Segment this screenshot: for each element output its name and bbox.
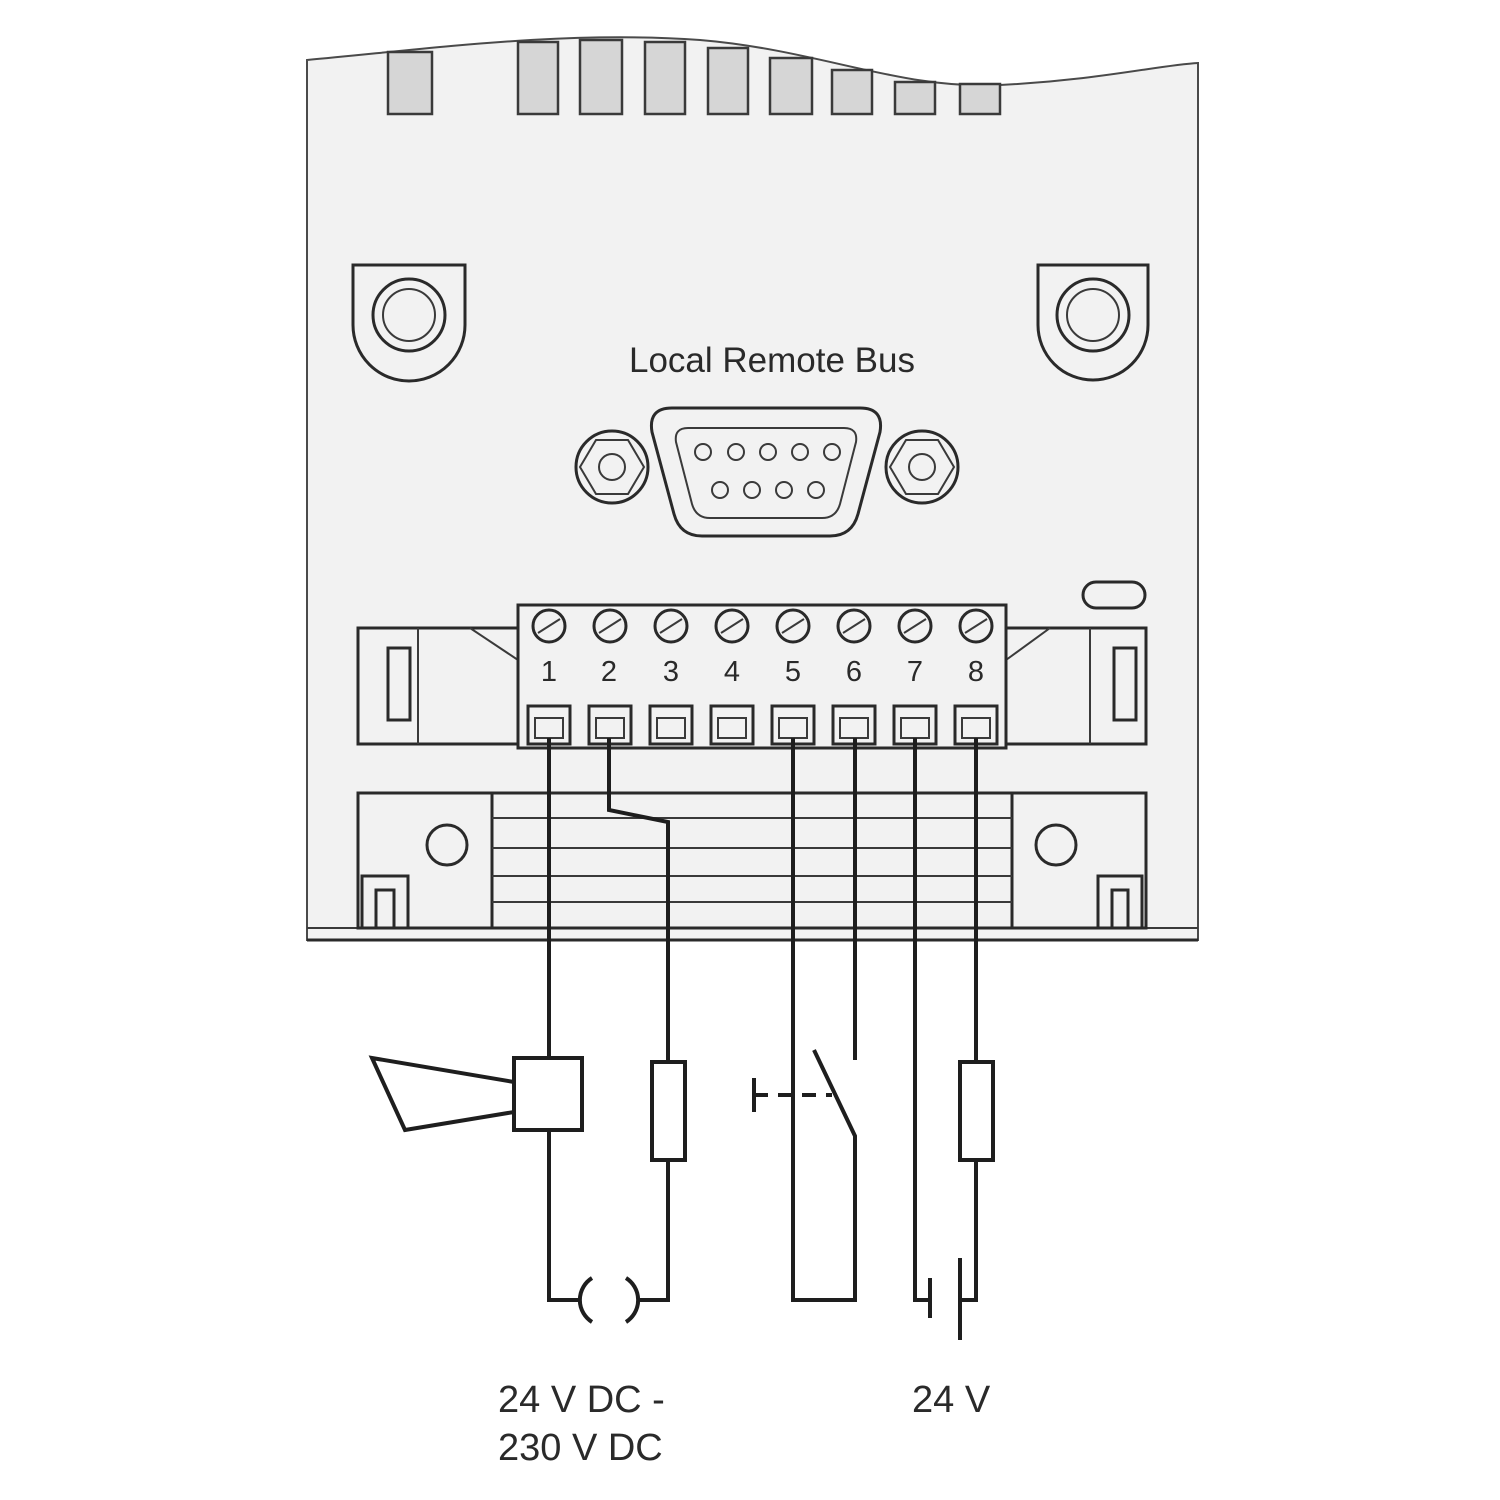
wire-terminal-5 [791, 738, 857, 1302]
status-led [1081, 580, 1147, 610]
terminal-number-7: 7 [907, 656, 923, 688]
dsub-shell [649, 406, 883, 538]
mounting-hole-right [1036, 263, 1150, 382]
terminal-number-1: 1 [541, 656, 557, 688]
terminal-screw-3[interactable] [653, 608, 689, 644]
terminal-number-5: 5 [785, 656, 801, 688]
dsub-pins [694, 443, 841, 499]
dsub-insert [674, 427, 858, 519]
terminal-number-4: 4 [724, 656, 740, 688]
terminal-screw-7[interactable] [897, 608, 933, 644]
horn-icon [368, 1055, 584, 1133]
terminal-number-2: 2 [601, 656, 617, 688]
terminal-number-8: 8 [968, 656, 984, 688]
terminal-screws [531, 608, 994, 644]
terminal-screw-4[interactable] [714, 608, 750, 644]
wire-terminal-8-lower [960, 1160, 978, 1302]
connector-label: Local Remote Bus [629, 341, 915, 380]
device-housing [306, 36, 1199, 941]
battery-icon [928, 1258, 962, 1340]
ac-supply-icon [577, 1276, 641, 1324]
terminal-socket-4 [709, 704, 755, 746]
terminal-number-3: 3 [663, 656, 679, 688]
dsub-screw-left [574, 429, 650, 505]
rail-hole-left [425, 823, 469, 867]
dsub-connector[interactable] [574, 406, 960, 538]
fuse-left-icon [650, 1060, 687, 1162]
mounting-rail [356, 791, 1148, 930]
wires [547, 738, 978, 1302]
top-vents [386, 38, 1002, 116]
fuse-right-icon [958, 1060, 995, 1162]
wire-terminal-2 [607, 738, 670, 1062]
terminal-block [516, 603, 1008, 750]
terminal-numbers: 1 2 3 4 5 6 7 8 [541, 656, 984, 688]
dsub-screw-right [884, 429, 960, 505]
terminal-sockets [526, 704, 999, 746]
rail-latch-right [1096, 874, 1144, 928]
supply-label-left-line1: 24 V DC - [498, 1379, 665, 1421]
pushbutton-switch-icon [752, 1078, 832, 1112]
terminal-screw-6[interactable] [836, 608, 872, 644]
wire-terminal-1-lower [547, 1130, 578, 1302]
rail-hole-right [1034, 823, 1078, 867]
terminal-screw-2[interactable] [592, 608, 628, 644]
terminal-socket-3 [648, 704, 694, 746]
supply-label-left-line2: 230 V DC [498, 1427, 663, 1469]
terminal-number-6: 6 [846, 656, 862, 688]
wire-terminal-7 [913, 738, 930, 1302]
wire-terminal-2-lower [640, 1160, 670, 1302]
rail-latch-left [360, 874, 410, 928]
terminal-screw-8[interactable] [958, 608, 994, 644]
terminal-screw-1[interactable] [531, 608, 567, 644]
mounting-hole-left [351, 263, 467, 383]
supply-label-right: 24 V [912, 1379, 991, 1421]
terminal-screw-5[interactable] [775, 608, 811, 644]
